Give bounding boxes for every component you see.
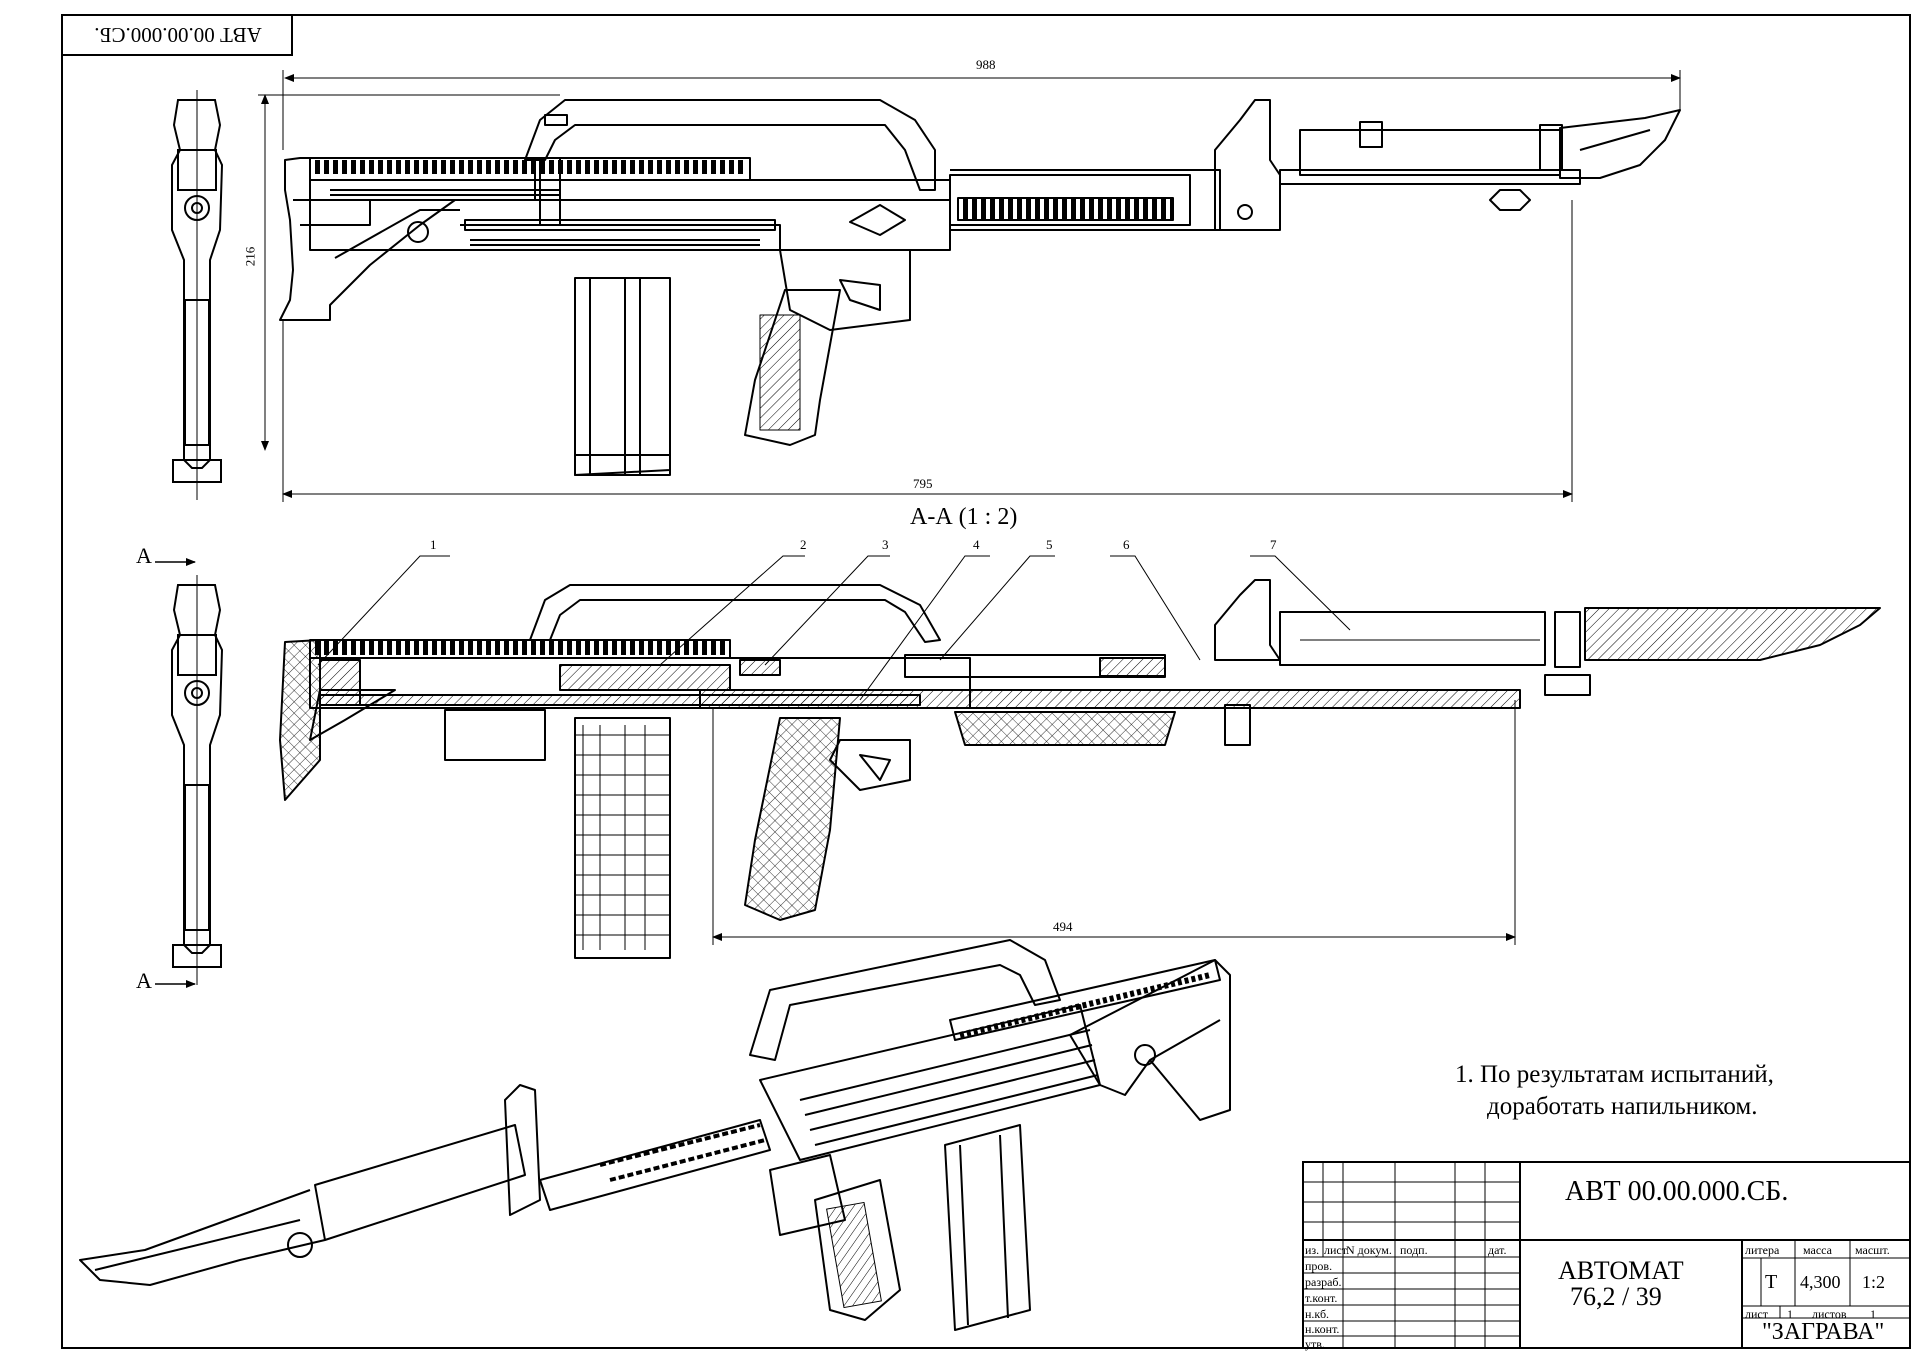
sheets-label: листов bbox=[1812, 1307, 1847, 1321]
litera-label: литера bbox=[1745, 1243, 1780, 1257]
col-podp: подп. bbox=[1400, 1243, 1428, 1257]
row-tkont: т.конт. bbox=[1305, 1291, 1338, 1305]
leader-7: 7 bbox=[1270, 537, 1277, 552]
isometric-view-rifle bbox=[79, 939, 1231, 1331]
dim-overall-label: 988 bbox=[976, 57, 996, 72]
litera-value: Т bbox=[1765, 1271, 1778, 1293]
corner-code-text: АВТ 00.00.000.СБ. bbox=[94, 23, 262, 47]
mass-value: 4,300 bbox=[1800, 1272, 1841, 1292]
scale-value: 1:2 bbox=[1862, 1272, 1886, 1292]
col-list: лист bbox=[1324, 1243, 1347, 1257]
dim-barrel-span bbox=[712, 700, 1516, 945]
row-razrab: разраб. bbox=[1305, 1275, 1342, 1289]
leader-4: 4 bbox=[973, 537, 980, 552]
col-dat: дат. bbox=[1488, 1243, 1507, 1257]
scale-label: масшт. bbox=[1855, 1243, 1890, 1257]
leader-lines bbox=[317, 555, 1351, 701]
title-designation: АВТ 00.00.000.СБ. bbox=[1565, 1176, 1789, 1207]
row-nkb: н.кб. bbox=[1305, 1307, 1330, 1321]
mass-label: масса bbox=[1803, 1243, 1832, 1257]
top-rail-ribs bbox=[315, 160, 745, 174]
dim-barrel-span-label: 494 bbox=[1053, 919, 1073, 934]
leader-2: 2 bbox=[800, 537, 807, 552]
title-block bbox=[1302, 1161, 1911, 1349]
col-ndoc: N докум. bbox=[1346, 1243, 1392, 1257]
front-view-top bbox=[171, 90, 224, 500]
title-name-line2: 76,2 / 39 bbox=[1570, 1282, 1662, 1311]
row-utv: утв. bbox=[1305, 1337, 1325, 1351]
dim-folded bbox=[282, 200, 1573, 502]
side-view-rifle bbox=[279, 99, 1681, 476]
organization: "ЗАГРАВА" bbox=[1762, 1319, 1885, 1345]
section-marker-top: А bbox=[136, 543, 152, 568]
section-marker-bottom: А bbox=[136, 968, 152, 993]
leader-1: 1 bbox=[430, 537, 437, 552]
section-view-rifle bbox=[279, 579, 1881, 959]
sheets-value: 1 bbox=[1870, 1307, 1876, 1321]
dim-folded-label: 795 bbox=[913, 476, 933, 491]
sheet-frame bbox=[61, 14, 1911, 1349]
sheet-label: лист bbox=[1745, 1307, 1768, 1321]
section-arrows bbox=[155, 558, 196, 988]
col-iz: из. bbox=[1305, 1243, 1320, 1257]
note-line-1: 1. По результатам испытаний, bbox=[1455, 1061, 1774, 1088]
section-title: А-А (1 : 2) bbox=[910, 504, 1018, 530]
corner-code-box bbox=[61, 14, 293, 56]
row-prov: пров. bbox=[1305, 1259, 1333, 1273]
sheet-value: 1 bbox=[1787, 1307, 1793, 1321]
note-line-2: доработать напильником. bbox=[1487, 1093, 1758, 1120]
dim-height-label: 216 bbox=[242, 246, 258, 267]
title-name-line1: АВТОМАТ bbox=[1558, 1256, 1684, 1285]
dim-overall bbox=[282, 70, 1681, 150]
row-nkont: н.конт. bbox=[1305, 1322, 1340, 1336]
front-view-section bbox=[171, 575, 224, 985]
leader-6: 6 bbox=[1123, 537, 1130, 552]
dim-height bbox=[258, 94, 560, 451]
leader-3: 3 bbox=[882, 537, 889, 552]
leader-5: 5 bbox=[1046, 537, 1053, 552]
